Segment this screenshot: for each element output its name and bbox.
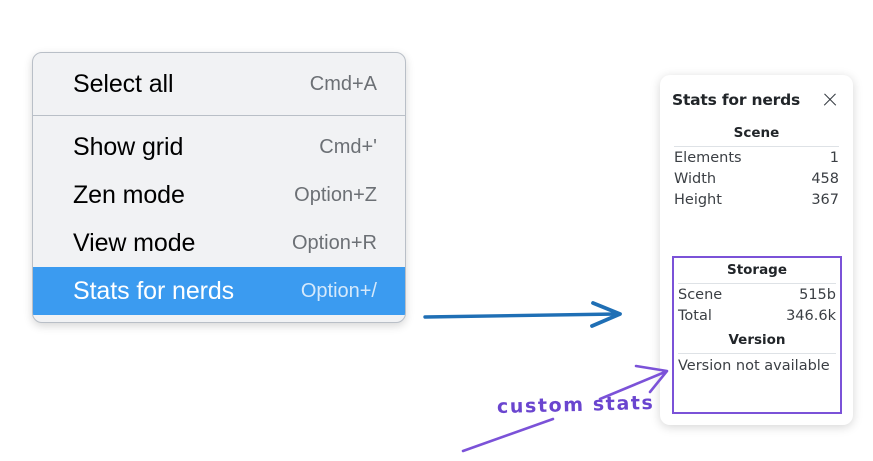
menu-item-label: Select all bbox=[73, 69, 174, 98]
blue-arrow-annotation bbox=[423, 301, 622, 328]
stats-panel-title: Stats for nerds bbox=[672, 91, 801, 109]
handwritten-note: custom stats bbox=[496, 391, 655, 419]
menu-item-stats-for-nerds[interactable]: Stats for nerds Option+/ bbox=[33, 267, 405, 315]
menu-item-show-grid[interactable]: Show grid Cmd+' bbox=[33, 123, 405, 171]
stats-section-storage: Storage Scene 515b Total 346.6k bbox=[676, 256, 838, 326]
menu-item-label: Stats for nerds bbox=[73, 276, 235, 305]
stats-row-total: Total 346.6k bbox=[676, 305, 838, 326]
stats-row-key: Elements bbox=[674, 150, 742, 166]
canvas-context-menu[interactable]: Select all Cmd+A Show grid Cmd+' Zen mod… bbox=[32, 52, 406, 323]
stats-panel-header: Stats for nerds bbox=[672, 75, 841, 119]
stats-row-width: Width 458 bbox=[672, 168, 841, 189]
menu-item-shortcut: Option+R bbox=[291, 231, 377, 254]
menu-item-shortcut: Option+/ bbox=[300, 279, 377, 302]
menu-group-1: Select all Cmd+A bbox=[33, 53, 405, 115]
section-title-scene: Scene bbox=[733, 125, 780, 141]
stats-row-key: Total bbox=[678, 308, 712, 324]
section-rule bbox=[678, 283, 836, 284]
stats-row-height: Height 367 bbox=[672, 189, 841, 210]
stats-row-key: Height bbox=[674, 192, 722, 208]
menu-group-2: Show grid Cmd+' Zen mode Option+Z View m… bbox=[33, 116, 405, 322]
custom-stats-region: Storage Scene 515b Total 346.6k Version … bbox=[672, 256, 842, 376]
menu-item-label: View mode bbox=[73, 228, 196, 257]
menu-item-zen-mode[interactable]: Zen mode Option+Z bbox=[33, 171, 405, 219]
stats-row-value: 346.6k bbox=[786, 308, 836, 324]
menu-item-select-all[interactable]: Select all Cmd+A bbox=[33, 60, 405, 108]
stats-row-value: 458 bbox=[811, 171, 839, 187]
stats-row-key: Width bbox=[674, 171, 717, 187]
menu-item-shortcut: Option+Z bbox=[294, 183, 377, 206]
menu-item-label: Show grid bbox=[73, 132, 184, 161]
purple-underline-annotation bbox=[461, 417, 555, 453]
stats-row-value: 1 bbox=[829, 150, 839, 166]
menu-item-label: Zen mode bbox=[73, 180, 185, 209]
stats-row-version-value: Version not available bbox=[678, 358, 830, 374]
menu-item-shortcut: Cmd+' bbox=[319, 135, 377, 158]
section-title-storage: Storage bbox=[726, 262, 788, 278]
menu-divider bbox=[33, 115, 405, 116]
menu-item-shortcut: Cmd+A bbox=[309, 72, 377, 95]
section-title-version: Version bbox=[728, 332, 786, 348]
stats-for-nerds-panel[interactable]: Stats for nerds Scene Elements 1 Width 4… bbox=[660, 75, 853, 425]
stats-row-value: 367 bbox=[811, 192, 839, 208]
stats-row-value: 515b bbox=[799, 287, 836, 303]
section-rule bbox=[678, 353, 836, 354]
close-icon[interactable] bbox=[821, 91, 839, 109]
stats-row-key: Scene bbox=[678, 287, 723, 303]
stats-section-version: Version Version not available bbox=[676, 326, 838, 376]
stats-row-elements: Elements 1 bbox=[672, 147, 841, 168]
stats-row-scene: Scene 515b bbox=[676, 284, 838, 305]
section-rule bbox=[674, 146, 839, 147]
menu-item-view-mode[interactable]: View mode Option+R bbox=[33, 219, 405, 267]
stats-section-scene: Scene Elements 1 Width 458 Height 367 bbox=[672, 119, 841, 210]
